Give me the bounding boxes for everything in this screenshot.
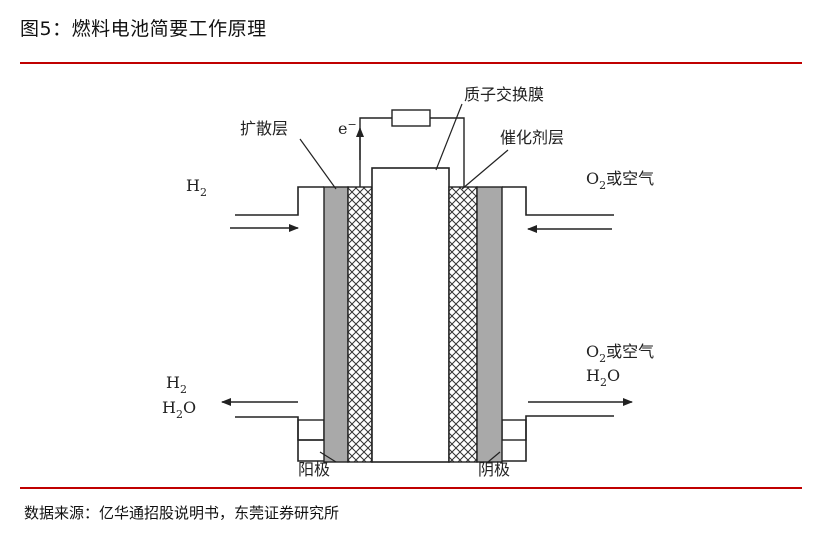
diffusion-layer-label: 扩散层 [240,119,288,138]
bottom-divider [20,487,802,489]
cathode-leader [487,451,501,463]
figure-title: 图5：燃料电池简要工作原理 [20,18,267,40]
top-divider [20,62,802,64]
h2o-outlet-label: H2O [162,398,196,421]
source-note: 数据来源：亿华通招股说明书，东莞证券研究所 [24,504,340,522]
cathode-end-plate [501,419,527,441]
catalyst-leader [461,149,509,190]
electron-label: e− [338,118,357,138]
h2o-cathode-outlet-label: H2O [586,366,620,389]
cathode-diffusion-layer [476,186,503,463]
catalyst-layer-label: 催化剂层 [500,128,564,147]
anode-diffusion-layer [323,186,349,463]
membrane-leader [435,103,463,171]
anode-catalyst-layer [347,186,373,463]
anode-label: 阳极 [298,460,330,479]
o2-outlet-label: O2或空气 [586,342,654,365]
h2-inlet-label: H2 [186,176,207,199]
external-circuit [359,117,465,187]
anode-end-plate [297,419,325,441]
cathode-catalyst-layer [448,186,478,463]
membrane-label: 质子交换膜 [464,85,544,104]
cathode-label: 阴极 [478,460,510,479]
h2-outlet-label: H2 [166,373,187,396]
proton-exchange-membrane [371,167,450,463]
o2-inlet-label: O2或空气 [586,169,654,192]
anode-leader [319,451,337,463]
load-resistor [391,109,431,127]
diffusion-leader [299,138,337,190]
